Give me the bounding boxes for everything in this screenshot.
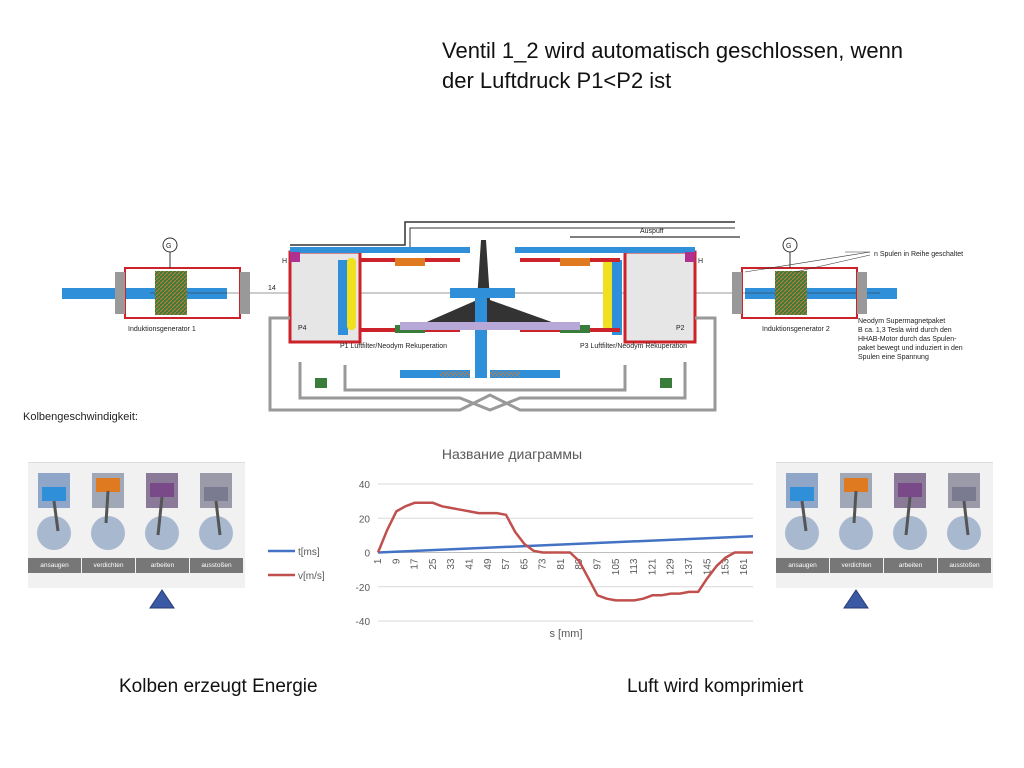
engine-cycle-strip-right: ansaugen verdichten arbeiten ausstoßen: [776, 462, 993, 588]
exhaust-label: Auspuff: [640, 228, 664, 235]
cycle-frame-intake: ansaugen: [28, 463, 81, 573]
section-label: Kolbengeschwindigkeit:: [23, 411, 138, 423]
cycle-label: arbeiten: [884, 558, 937, 573]
x-tick-label: 1: [373, 558, 384, 564]
shaft-right: [745, 288, 897, 299]
chart-title: Название диаграммы: [442, 446, 582, 462]
note-magnet-line-4: paket bewegt und induziert in den: [858, 345, 963, 352]
central-crank: [400, 240, 580, 378]
cylinder-left: H 14 P4 P1 Luftfilter/Neodym Rekuperatio…: [268, 247, 470, 350]
cycle-frame-intake: ansaugen: [776, 463, 829, 573]
headline-line-1: Ventil 1_2 wird automatisch geschlossen,…: [442, 38, 904, 63]
airfilter-right-label: P3 Luftfilter/Neodym Rekuperation: [580, 343, 687, 350]
note-magnet-line-2: B ca. 1,3 Tesla wird durch den: [858, 327, 952, 334]
x-tick-label: 9: [391, 558, 402, 564]
x-tick-label: 17: [410, 558, 421, 570]
notes-right: n Spulen in Reihe geschaltet Neodym Supe…: [744, 251, 963, 361]
x-tick-label: 105: [611, 558, 622, 575]
x-tick-label: 57: [501, 558, 512, 570]
note-magnet-line-3: HHAB-Motor durch das Spulen-: [858, 336, 957, 343]
caption-right: Luft wird komprimiert: [627, 676, 804, 697]
cycle-frame-power: arbeiten: [136, 463, 189, 573]
cycle-label: ausstoßen: [938, 558, 991, 573]
note-coils: n Spulen in Reihe geschaltet: [874, 251, 963, 258]
x-axis-label: s [mm]: [550, 628, 583, 640]
generator-left-label: Induktionsgenerator 1: [128, 326, 196, 333]
x-tick-label: 113: [629, 558, 640, 574]
marker-h-right: H: [698, 258, 703, 265]
generator-right-label: Induktionsgenerator 2: [762, 326, 830, 333]
legend-label: v[m/s]: [298, 571, 325, 582]
shaft-left: [62, 288, 227, 299]
y-tick-label: 20: [359, 514, 371, 525]
cycle-label: arbeiten: [136, 558, 189, 573]
headline: Ventil 1_2 wird automatisch geschlossen,…: [442, 36, 1002, 96]
cycle-frame-exhaust: ausstoßen: [938, 463, 991, 573]
x-tick-label: 33: [446, 558, 457, 570]
valve-left: [315, 378, 327, 388]
headline-line-2: der Luftdruck P1<P2 ist: [442, 68, 672, 93]
series-line-t: [377, 534, 754, 554]
x-tick-label: 41: [464, 558, 475, 570]
caption-left: Kolben erzeugt Energie: [119, 676, 318, 697]
cycle-label: verdichten: [82, 558, 135, 573]
engine-cycle-strip-left: ansaugen verdichten arbeiten ausstoßen: [28, 462, 245, 588]
x-tick-label: 49: [483, 558, 494, 570]
note-magnet-line-1: Neodym Supermagnetpaket: [858, 318, 945, 325]
y-tick-label: -40: [356, 617, 371, 628]
x-tick-label: 153: [721, 558, 732, 575]
cycle-label: ausstoßen: [190, 558, 243, 573]
valve-right: [660, 378, 672, 388]
exhaust-pipe: Auspuff: [290, 221, 740, 251]
cycle-marker-left-icon: [149, 589, 175, 609]
air-channels: [268, 316, 717, 412]
y-tick-label: 0: [364, 549, 370, 560]
induction-generator-left: G Induktionsgenerator 1: [115, 237, 250, 333]
cycle-frame-compression: verdichten: [82, 463, 135, 573]
induction-generator-right: G Induktionsgenerator 2: [732, 237, 867, 333]
cylinder-right: H P2 P3 Luftfilter/Neodym Rekuperation: [515, 247, 703, 350]
p4-label: P4: [298, 325, 307, 332]
cycle-label: ansaugen: [28, 558, 81, 573]
x-tick-label: 73: [538, 558, 549, 570]
gauge-label-right: G: [786, 243, 791, 250]
gauge-label-left: G: [166, 243, 171, 250]
y-tick-label: 40: [359, 480, 371, 491]
engine-generator-diagram: G Induktionsgenerator 1 G Induktionsgene…: [62, 221, 963, 412]
cycle-label: verdichten: [830, 558, 883, 573]
marker-h-left: H: [282, 258, 287, 265]
x-tick-label: 97: [593, 558, 604, 570]
x-tick-label: 137: [684, 558, 695, 575]
note-magnet-line-5: Spulen eine Spannung: [858, 354, 929, 361]
legend-label: t[ms]: [298, 547, 320, 558]
airfilter-left-label: P1 Luftfilter/Neodym Rekuperation: [340, 343, 447, 350]
series-line-v: [376, 501, 753, 602]
cycle-label: ansaugen: [776, 558, 829, 573]
x-tick-label: 81: [556, 558, 567, 570]
y-tick-label: -20: [356, 583, 371, 594]
x-tick-label: 65: [519, 558, 530, 570]
velocity-chart: Название диаграммы -40 -20 0 20 40 1 9 17 25 33 4…: [268, 446, 754, 640]
cycle-frame-power: arbeiten: [884, 463, 937, 573]
p2-label: P2: [676, 325, 685, 332]
cycle-frame-compression: verdichten: [830, 463, 883, 573]
cycle-frame-exhaust: ausstoßen: [190, 463, 243, 573]
x-tick-label: 129: [666, 558, 677, 575]
x-tick-label: 145: [702, 558, 713, 575]
x-tick-label: 161: [739, 558, 750, 575]
cycle-marker-right-icon: [843, 589, 869, 609]
marker-14: 14: [268, 285, 276, 292]
x-tick-label: 25: [428, 558, 439, 570]
x-tick-label: 121: [647, 558, 658, 575]
